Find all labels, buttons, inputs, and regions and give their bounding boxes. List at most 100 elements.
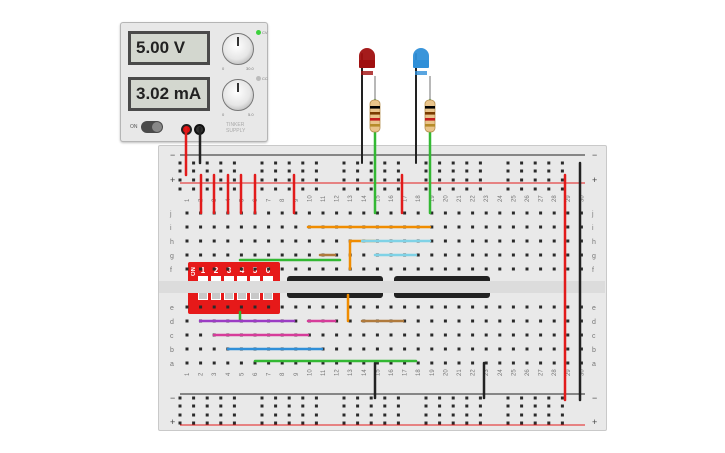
breadboard-hole [212,239,216,243]
breadboard-hole [212,225,216,229]
row-letter-label: b [170,347,174,354]
breadboard-hole [430,267,434,271]
cv-indicator-icon [256,30,261,35]
breadboard-hole [443,319,447,323]
column-number-label: 27 [539,369,545,376]
column-number-label: 7 [267,372,273,376]
rail-hole [205,404,209,408]
rail-hole [314,178,318,182]
power-switch[interactable] [141,121,163,133]
breadboard-hole [389,347,393,351]
rail-hole [369,169,373,173]
cv-label: CV [262,30,268,35]
rail-hole [533,169,537,173]
rail-hole [301,187,305,191]
breadboard-hole [307,239,311,243]
rail-hole [342,404,346,408]
rail-hole [192,169,196,173]
breadboard-hole [253,253,257,257]
breadboard-hole [484,305,488,309]
rail-hole [192,187,196,191]
breadboard-hole [294,225,298,229]
rail-hole [478,413,482,417]
breadboard-hole [199,267,203,271]
breadboard-hole [226,267,230,271]
rail-hole [424,413,428,417]
breadboard-hole [430,305,434,309]
breadboard-hole [539,253,543,257]
led-blue-rim [415,71,427,75]
rail-hole [219,404,223,408]
breadboard-hole [443,347,447,351]
rail-hole [232,404,236,408]
rail-hole [547,421,551,425]
rail-hole [396,413,400,417]
rail-hole [547,413,551,417]
breadboard-hole [457,347,461,351]
breadboard-hole [335,319,339,323]
breadboard-hole [443,239,447,243]
breadboard-hole [525,305,529,309]
breadboard-hole [416,253,420,257]
current-knob[interactable] [222,79,254,111]
rail-hole [547,169,551,173]
breadboard-hole [253,225,257,229]
breadboard-hole [430,333,434,337]
rail-hole [383,396,387,400]
rail-hole [301,396,305,400]
rail-hole [506,413,510,417]
rail-hole [219,161,223,165]
breadboard-hole [511,239,515,243]
breadboard-hole [307,267,311,271]
rail-hole [560,161,564,165]
breadboard-hole [294,267,298,271]
resistor-icon [424,99,436,133]
rail-hole [438,413,442,417]
breadboard-hole [430,253,434,257]
rail-hole [274,396,278,400]
breadboard-hole [185,319,189,323]
breadboard-hole [348,211,352,215]
breadboard-hole [430,225,434,229]
column-number-label: 25 [511,369,517,376]
column-number-label: 17 [403,369,409,376]
rail-hole [451,178,455,182]
column-number-label: 19 [430,195,436,202]
rail-hole [506,169,510,173]
breadboard-hole [430,211,434,215]
breadboard-hole [525,253,529,257]
rail-hole [356,404,360,408]
breadboard-hole [267,225,271,229]
breadboard-hole [471,361,475,365]
rail-hole [478,187,482,191]
breadboard-hole [416,333,420,337]
breadboard-hole [484,239,488,243]
breadboard-hole [362,347,366,351]
rail-hole [260,404,264,408]
resistor-icon [369,99,381,133]
breadboard-hole [430,239,434,243]
rail-hole [396,178,400,182]
rail-hole [287,396,291,400]
voltage-knob-max-label: 30.0 [246,66,254,71]
rail-hole [533,421,537,425]
resistor-band [370,106,380,109]
resistor-band [370,118,380,121]
rail-hole [342,187,346,191]
voltage-knob[interactable] [222,33,254,65]
column-number-label: 21 [457,369,463,376]
rail-hole [533,161,537,165]
row-letter-label: c [592,333,596,340]
breadboard-hole [457,319,461,323]
breadboard-hole [375,305,379,309]
rail-hole [178,161,182,165]
column-number-label: 9 [294,198,300,202]
led-blue-icon [413,48,429,64]
rail-hole [178,187,182,191]
rail-hole [560,404,564,408]
rail-hole [232,413,236,417]
breadboard-hole [321,267,325,271]
breadboard-hole [185,333,189,337]
breadboard-hole [579,305,583,309]
